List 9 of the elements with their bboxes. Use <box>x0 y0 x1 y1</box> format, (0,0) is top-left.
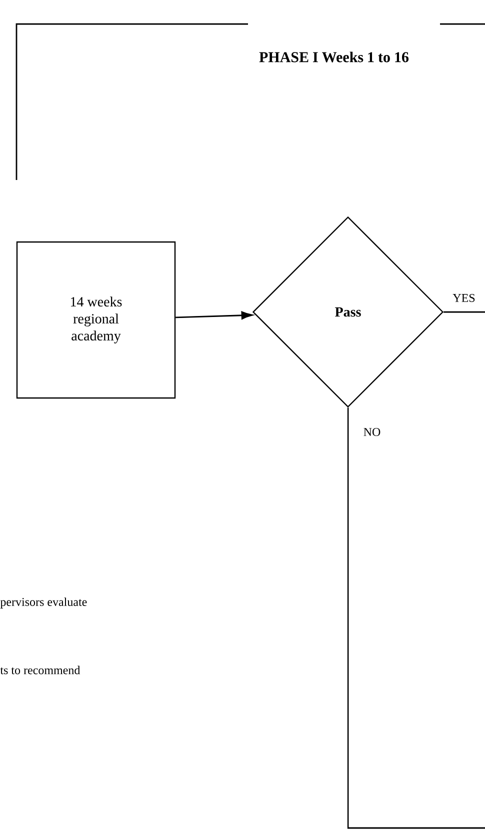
edge-label: NO <box>362 426 382 438</box>
note-text: ts to recommend <box>0 666 80 674</box>
note-text: pervisors evaluate <box>0 598 87 608</box>
connector <box>444 311 485 313</box>
phase-title: PHASE I Weeks 1 to 16 <box>259 52 409 62</box>
edge-label: YES <box>452 292 476 304</box>
process-box: 14 weeks regional academy <box>16 241 176 399</box>
connector <box>176 311 253 320</box>
connector <box>347 408 485 829</box>
